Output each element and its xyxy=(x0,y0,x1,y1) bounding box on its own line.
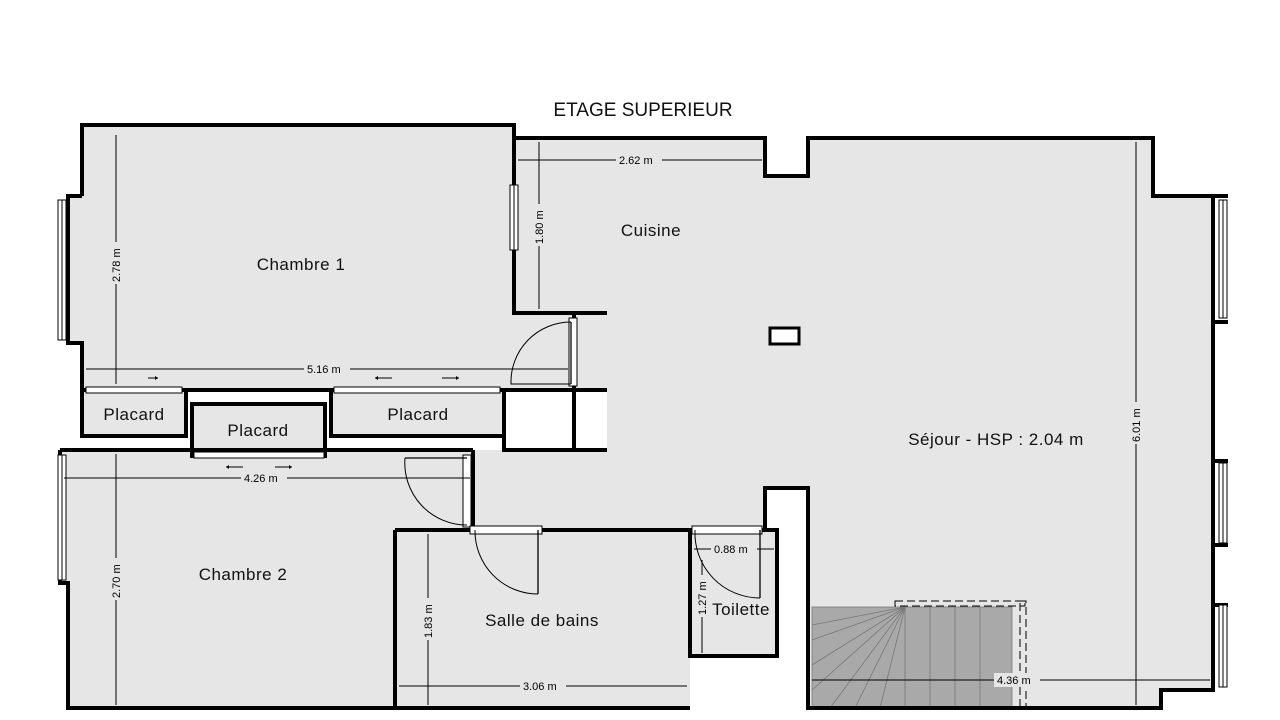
staircase xyxy=(811,600,1027,709)
dim-chambre2-height: 2.70 m xyxy=(111,564,123,598)
room-salle-de-bains: Salle de bains xyxy=(485,611,599,630)
dim-chambre2-width: 4.26 m xyxy=(244,473,278,485)
windows xyxy=(57,184,1228,688)
plan-title: ETAGE SUPERIEUR xyxy=(553,100,732,121)
dim-chambre1-width: 5.16 m xyxy=(307,364,341,376)
dim-toilette-height: 1.27 m xyxy=(697,581,709,615)
dim-chambre1-height: 2.78 m xyxy=(111,248,123,282)
dim-cuisine-width: 2.62 m xyxy=(619,155,653,167)
dim-sdb-height: 1.83 m xyxy=(423,604,435,638)
room-placard-2: Placard xyxy=(227,421,288,440)
room-sejour: Séjour - HSP : 2.04 m xyxy=(908,430,1084,449)
room-toilette: Toilette xyxy=(712,600,770,619)
room-placard-1: Placard xyxy=(103,405,164,424)
kitchen-island xyxy=(768,326,801,346)
dimension-labels: 2.78 m 5.16 m 2.62 m 1.80 m 4.26 m 2.70 … xyxy=(108,153,1144,693)
dim-sejour-width: 4.36 m xyxy=(997,675,1031,687)
dim-sdb-width: 3.06 m xyxy=(523,681,557,693)
dim-toilette-width: 0.88 m xyxy=(714,544,748,556)
floor-fills xyxy=(60,125,1213,708)
closet-sliders xyxy=(85,376,501,469)
room-chambre-2: Chambre 2 xyxy=(199,565,288,584)
room-labels: Chambre 1 Cuisine Séjour - HSP : 2.04 m … xyxy=(103,221,1083,630)
doors xyxy=(404,317,763,599)
room-chambre-1: Chambre 1 xyxy=(257,255,346,274)
room-cuisine: Cuisine xyxy=(621,221,681,240)
dim-sejour-height: 6.01 m xyxy=(1131,408,1143,442)
room-placard-3: Placard xyxy=(387,405,448,424)
dim-cuisine-height: 1.80 m xyxy=(534,210,546,244)
